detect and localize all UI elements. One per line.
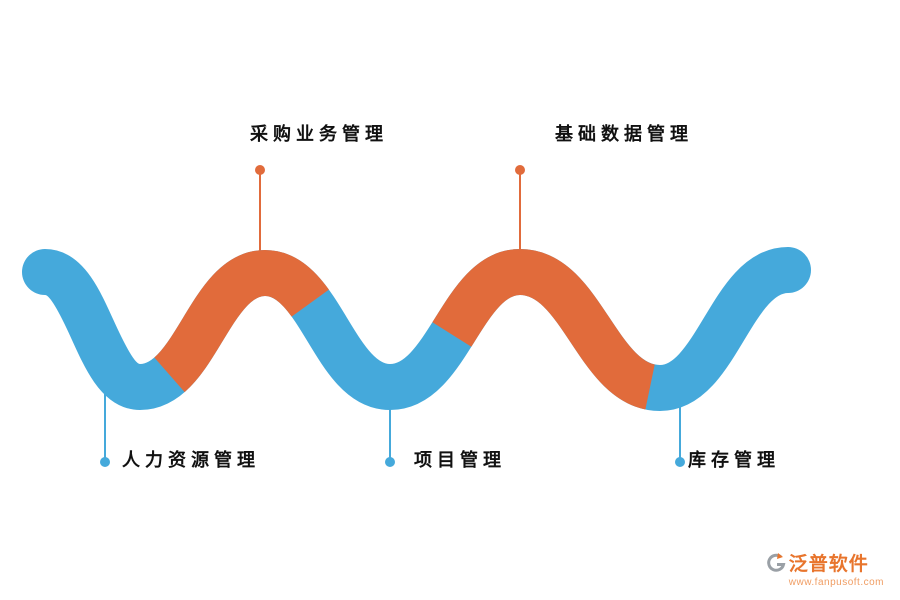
brand-url: www.fanpusoft.com	[788, 577, 884, 588]
label-hr-management: 人力资源管理	[122, 450, 260, 470]
brand-watermark: 泛普软件 www.fanpusoft.com	[766, 549, 884, 588]
label-base-data-management: 基础数据管理	[555, 124, 693, 144]
label-project-management: 项目管理	[414, 450, 506, 470]
wave-path-blue	[22, 247, 811, 412]
marker-dot-hr	[100, 457, 110, 467]
marker-dot-basedata	[515, 165, 525, 175]
marker-dot-project	[385, 457, 395, 467]
fanpu-logo-icon	[766, 552, 786, 574]
label-inventory-management: 库存管理	[688, 450, 780, 470]
marker-dot-purchase	[255, 165, 265, 175]
brand-name: 泛普软件	[788, 554, 869, 575]
label-purchase-management: 采购业务管理	[250, 124, 388, 144]
marker-dot-inventory	[675, 457, 685, 467]
